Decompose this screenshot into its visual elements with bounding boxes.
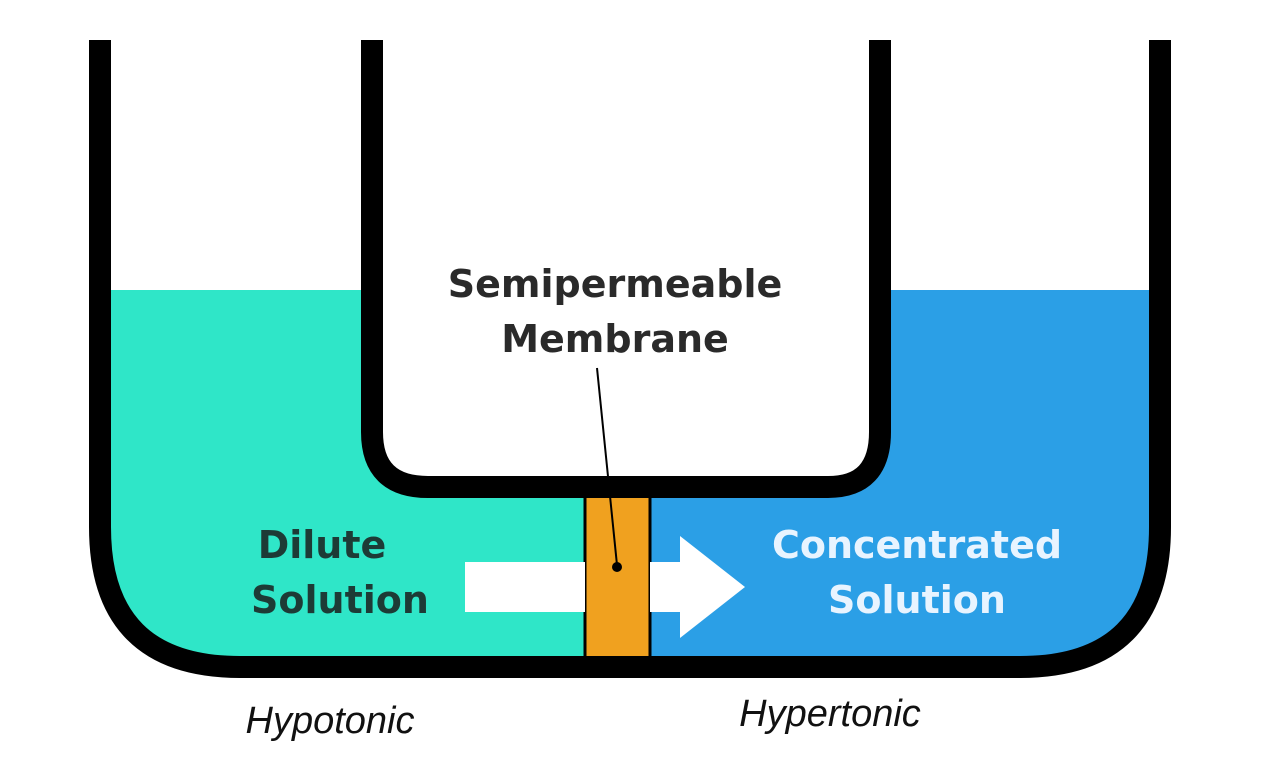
- outer-vessel-outline: [89, 40, 1171, 678]
- concentrated-solution-fill: [650, 290, 1160, 667]
- membrane-label-line2: Membrane: [501, 317, 729, 361]
- dilute-solution-fill: [100, 290, 585, 667]
- membrane-pointer-line: [596, 367, 618, 566]
- arrow-head: [680, 536, 745, 638]
- membrane-pointer-dot: [612, 562, 622, 572]
- concentrated-label-line2: Solution: [828, 578, 1006, 622]
- membrane-label-line1: Semipermeable: [448, 262, 783, 306]
- arrow-shaft: [650, 562, 682, 612]
- inner-vessel-outline: [361, 40, 891, 498]
- semipermeable-membrane: [585, 487, 650, 667]
- dilute-label-line1: Dilute: [258, 523, 387, 567]
- concentrated-label-line1: Concentrated: [772, 523, 1062, 567]
- arrow-tail: [465, 562, 585, 612]
- hypotonic-label: Hypotonic: [246, 700, 415, 742]
- dilute-label-line2: Solution: [251, 578, 429, 622]
- arrow-right-icon: [465, 536, 745, 638]
- hypertonic-label: Hypertonic: [739, 693, 921, 735]
